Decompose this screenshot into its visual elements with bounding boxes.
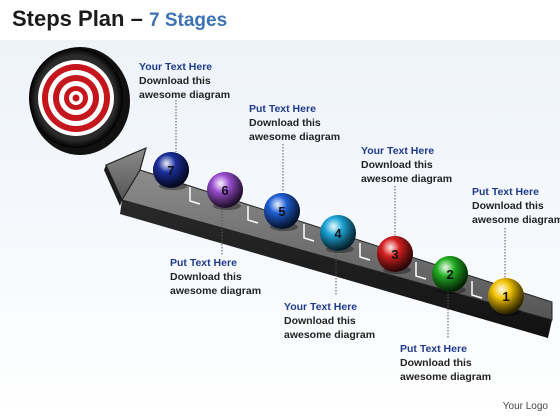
callout-body-line2: awesome diagram xyxy=(284,329,376,341)
stage-ball-3: 3 xyxy=(377,236,413,274)
stage-ball-2: 2 xyxy=(432,256,468,294)
ball-shading xyxy=(432,256,468,292)
leader-lines xyxy=(175,100,506,338)
stage-balls: 1 2 3 4 5 6 7 xyxy=(153,152,524,316)
ball-shading xyxy=(153,152,189,188)
logo-text: Your Logo xyxy=(502,401,548,412)
callout-body-line2: awesome diagram xyxy=(170,285,262,297)
callout-stage-1: Put Text Here Download this awesome diag… xyxy=(472,185,560,227)
stage-number: 2 xyxy=(446,267,453,282)
callout-body-line1: Download this xyxy=(139,75,211,87)
callout-head: Put Text Here xyxy=(249,103,316,115)
target-icon xyxy=(29,47,130,155)
ball-shading xyxy=(264,193,300,229)
title-sub: 7 Stages xyxy=(148,10,228,31)
callout-body-line2: awesome diagram xyxy=(400,371,492,383)
stage-number: 3 xyxy=(391,247,398,262)
callout-body-line1: Download this xyxy=(249,117,321,129)
stage-number: 6 xyxy=(221,183,228,198)
ball-shading xyxy=(377,236,413,272)
ball-shading xyxy=(488,278,524,314)
callout-stage-2: Put Text Here Download this awesome diag… xyxy=(400,342,491,384)
callout-head: Put Text Here xyxy=(400,343,467,355)
title-main: Steps Plan xyxy=(12,6,125,31)
ball-shading xyxy=(207,172,243,208)
ball-shading xyxy=(320,215,356,251)
callout-stage-7: Your Text Here Download this awesome dia… xyxy=(139,60,230,102)
callout-body-line2: awesome diagram xyxy=(472,214,560,226)
callout-stage-6: Put Text Here Download this awesome diag… xyxy=(170,256,261,298)
callout-body-line2: awesome diagram xyxy=(249,131,341,143)
page-title: Steps Plan – 7 Stages xyxy=(12,6,227,32)
title-dash: – xyxy=(130,6,143,31)
callout-stage-4: Your Text Here Download this awesome dia… xyxy=(284,300,375,342)
callout-head: Put Text Here xyxy=(170,257,237,269)
callout-head: Put Text Here xyxy=(472,186,539,198)
step-separators xyxy=(189,187,483,299)
callout-body-line1: Download this xyxy=(472,200,544,212)
stage-ball-6: 6 xyxy=(207,172,243,210)
stage-number: 7 xyxy=(167,163,174,178)
callout-head: Your Text Here xyxy=(361,145,435,157)
stage-ball-4: 4 xyxy=(320,215,356,253)
stage-ball-7: 7 xyxy=(153,152,189,190)
callout-body-line1: Download this xyxy=(170,271,242,283)
callout-head: Your Text Here xyxy=(139,61,213,73)
callout-stage-5: Put Text Here Download this awesome diag… xyxy=(249,102,340,144)
callout-body-line2: awesome diagram xyxy=(361,173,453,185)
callout-body-line1: Download this xyxy=(361,159,433,171)
callout-body-line1: Download this xyxy=(400,357,472,369)
callout-head: Your Text Here xyxy=(284,301,358,313)
stage-ball-1: 1 xyxy=(488,278,524,316)
stage-ball-5: 5 xyxy=(264,193,300,231)
callout-body-line1: Download this xyxy=(284,315,356,327)
stage-number: 4 xyxy=(334,226,342,241)
stage-number: 1 xyxy=(502,289,509,304)
callout-stage-3: Your Text Here Download this awesome dia… xyxy=(361,144,452,186)
callout-body-line2: awesome diagram xyxy=(139,89,231,101)
stage-number: 5 xyxy=(278,204,285,219)
